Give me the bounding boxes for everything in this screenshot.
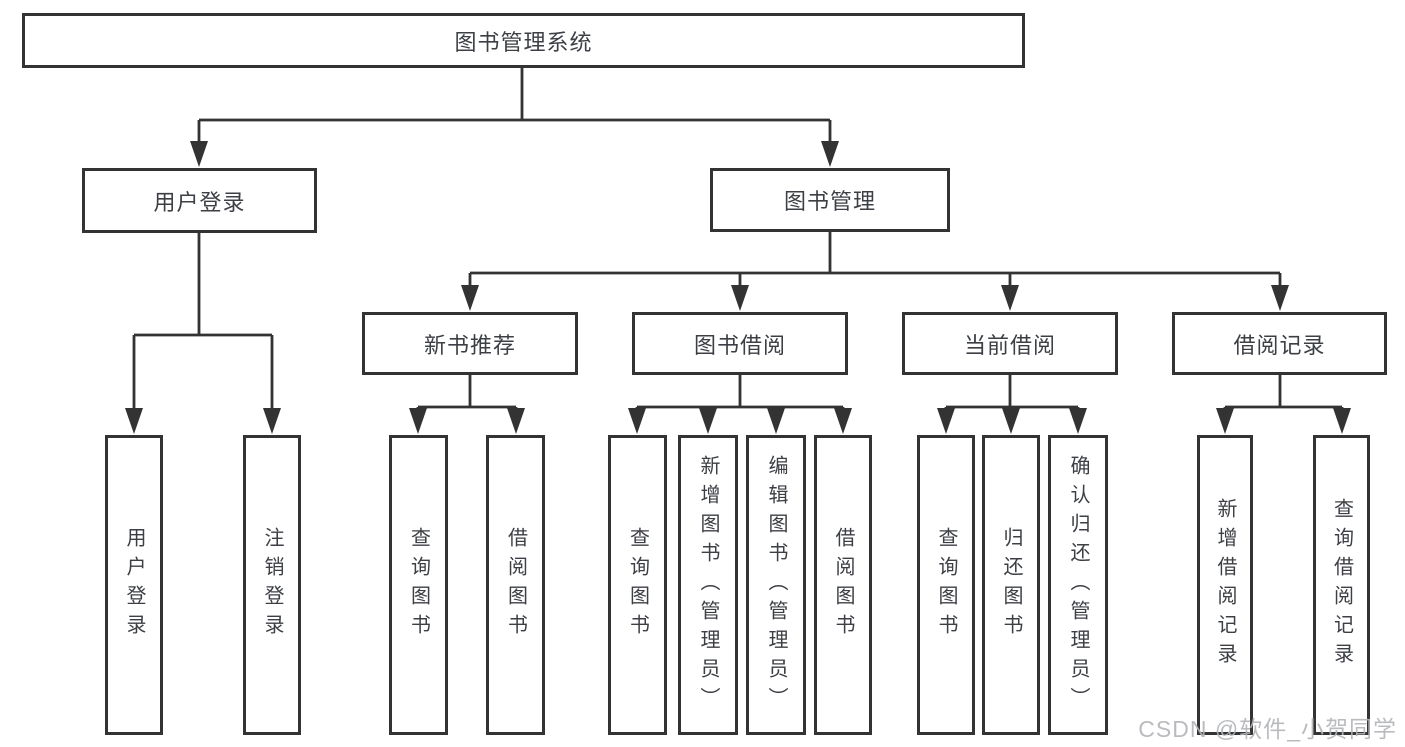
leaf-edit-books-admin: 编辑图书（管理员） (746, 435, 806, 735)
leaf-query-books-current: 查询图书 (917, 435, 975, 735)
node-label: 用户登录 (123, 527, 145, 643)
leaf-user-login: 用户登录 (105, 435, 163, 735)
leaf-return-books: 归还图书 (982, 435, 1040, 735)
watermark-text: CSDN @软件_小贺同学 (1138, 716, 1397, 742)
node-new-book-recommendation: 新书推荐 (362, 312, 578, 375)
leaf-borrow-books-recommend: 借阅图书 (486, 435, 545, 735)
node-label: 查询图书 (935, 527, 957, 643)
leaf-add-borrow-record: 新增借阅记录 (1197, 435, 1253, 735)
node-user-login: 用户登录 (82, 168, 317, 233)
leaf-confirm-return-admin: 确认归还（管理员） (1048, 435, 1108, 735)
arrowhead (125, 141, 1351, 434)
node-borrowing-records: 借阅记录 (1172, 312, 1387, 375)
node-label: 查询借阅记录 (1330, 498, 1353, 672)
node-book-management: 图书管理 (710, 168, 950, 232)
node-label: 新增借阅记录 (1214, 498, 1236, 672)
node-label: 图书管理 (783, 189, 876, 214)
node-label: 查询图书 (626, 527, 649, 643)
node-current-borrowing: 当前借阅 (902, 312, 1118, 375)
node-label: 新增图书（管理员） (697, 454, 719, 716)
node-label: 编辑图书（管理员） (765, 454, 787, 716)
node-book-borrowing: 图书借阅 (632, 312, 848, 375)
node-label: 图书借阅 (693, 332, 786, 358)
node-label: 图书管理系统 (454, 29, 593, 55)
leaf-query-borrow-record: 查询借阅记录 (1313, 435, 1370, 735)
leaf-query-books-recommend: 查询图书 (389, 435, 448, 735)
node-label: 借阅记录 (1233, 332, 1326, 358)
node-label: 借阅图书 (832, 527, 854, 643)
node-label: 查询图书 (407, 527, 430, 643)
node-label: 注销登录 (261, 527, 283, 643)
leaf-logout: 注销登录 (243, 435, 301, 735)
node-label: 借阅图书 (504, 527, 527, 643)
node-library-management-system: 图书管理系统 (22, 13, 1025, 68)
node-label: 用户登录 (153, 189, 246, 215)
node-label: 归还图书 (1000, 527, 1022, 643)
leaf-query-books-borrow: 查询图书 (608, 435, 667, 735)
leaf-borrow-books: 借阅图书 (814, 435, 872, 735)
node-label: 当前借阅 (963, 332, 1056, 358)
node-label: 新书推荐 (423, 332, 516, 358)
leaf-add-books-admin: 新增图书（管理员） (678, 435, 738, 735)
node-label: 确认归还（管理员） (1067, 454, 1089, 716)
